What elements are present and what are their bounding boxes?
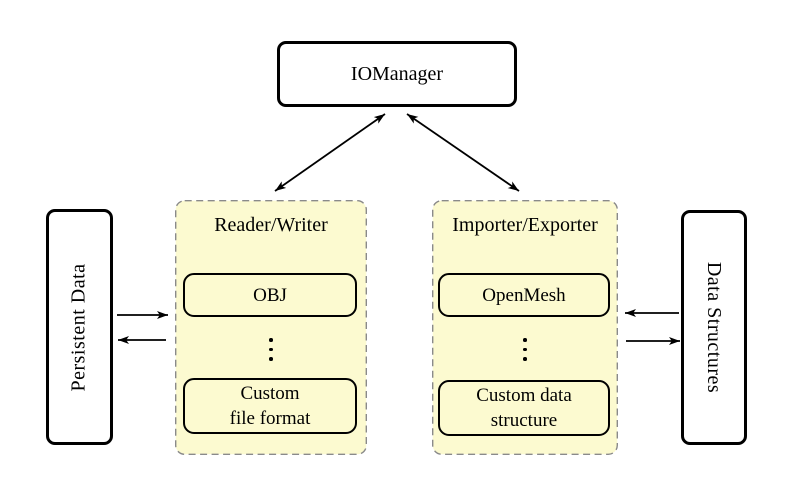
data-structures-node: Data Structures: [681, 210, 747, 445]
persistent-data-node: Persistent Data: [46, 209, 113, 445]
obj-label: OBJ: [253, 284, 287, 306]
custom-file-format-node: Custom file format: [183, 378, 357, 434]
obj-node: OBJ: [183, 273, 357, 317]
custom-data-structure-line1: Custom data: [476, 385, 572, 406]
vertical-ellipsis-icon: [175, 338, 367, 361]
reader-writer-group-title: Reader/Writer: [214, 214, 328, 236]
importer-exporter-group-title: Importer/Exporter: [452, 214, 598, 236]
persistent-data-label: Persistent Data: [68, 262, 90, 392]
iomanager-node: IOManager: [277, 41, 517, 107]
custom-file-format-line1: Custom: [240, 383, 300, 404]
vertical-ellipsis-icon: [432, 338, 618, 361]
custom-data-structure-line2: structure: [490, 410, 558, 431]
custom-file-format-line2: file format: [229, 408, 311, 429]
data-structures-label: Data Structures: [703, 261, 726, 394]
openmesh-node: OpenMesh: [438, 273, 610, 317]
arrow-iomanager-importerexporter: [406, 113, 520, 192]
openmesh-label: OpenMesh: [482, 284, 566, 306]
custom-data-structure-node: Custom data structure: [438, 380, 610, 436]
iomanager-label: IOManager: [350, 62, 444, 85]
arrow-iomanager-readerwriter: [274, 113, 386, 192]
